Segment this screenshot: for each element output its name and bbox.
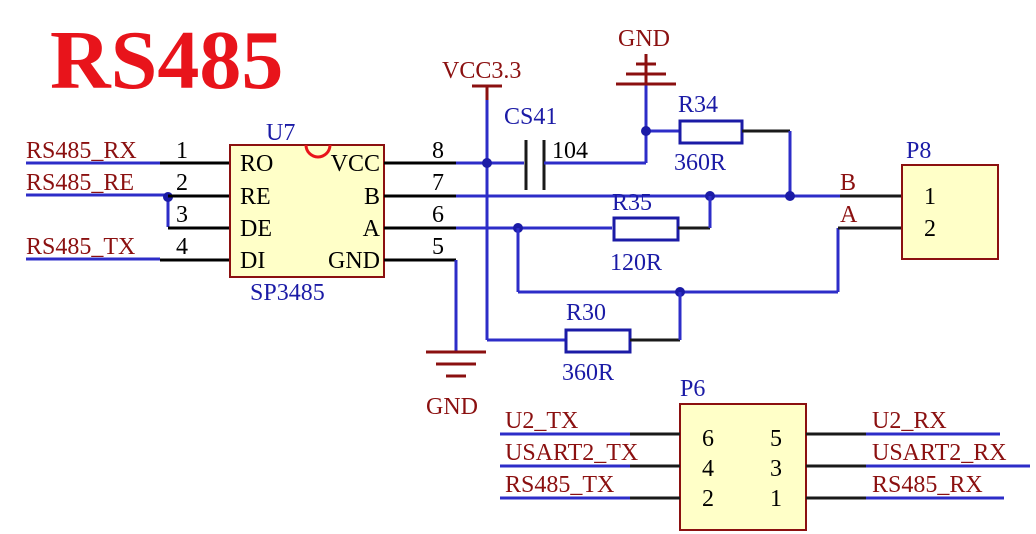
p6-pin-num-2: 2 xyxy=(702,486,714,512)
p6-pin-num-4: 4 xyxy=(702,456,714,482)
cap-ref: CS41 xyxy=(504,104,557,130)
u7-part: SP3485 xyxy=(250,280,325,306)
r34-ref: R34 xyxy=(678,92,718,118)
r34-body xyxy=(678,119,744,145)
r30-ref: R30 xyxy=(566,300,606,326)
r35-value: 120R xyxy=(610,250,662,276)
net-label-u2-rx: U2_RX xyxy=(872,408,947,434)
net-label-rs485-rx: RS485_RX xyxy=(26,138,137,164)
u7-pin-num-4: 4 xyxy=(176,234,188,260)
u7-pin-name-ro: RO xyxy=(240,151,273,177)
p6-body xyxy=(679,403,807,531)
u7-pin-num-7: 7 xyxy=(432,170,444,196)
p6-pin-num-6: 6 xyxy=(702,426,714,452)
p6-ref: P6 xyxy=(680,376,705,402)
u7-pin-num-3: 3 xyxy=(176,202,188,228)
p8-pin-num-2: 2 xyxy=(924,216,936,242)
u7-pin-name-a: A xyxy=(363,216,381,242)
r30-body xyxy=(564,328,632,354)
net-label-rs485-tx: RS485_TX xyxy=(26,234,135,260)
junction-b-r34 xyxy=(785,191,795,201)
net-label-rs485-rx-p6: RS485_RX xyxy=(872,472,983,498)
u7-notch xyxy=(304,144,332,159)
u7-pin-num-5: 5 xyxy=(432,234,444,260)
junction-r34 xyxy=(641,126,651,136)
junction-vcc xyxy=(482,158,492,168)
net-label-a: A xyxy=(840,202,858,228)
p8-ref: P8 xyxy=(906,138,931,164)
p6-pin-num-5: 5 xyxy=(770,426,782,452)
net-label-usart2-rx: USART2_RX xyxy=(872,440,1007,466)
u7-pin-name-vcc: VCC xyxy=(331,151,380,177)
vcc-label: VCC3.3 xyxy=(442,58,521,84)
u7-pin-num-8: 8 xyxy=(432,138,444,164)
u7-pin-name-di: DI xyxy=(240,248,265,274)
p6-pin-num-3: 3 xyxy=(770,456,782,482)
r30-value: 360R xyxy=(562,360,614,386)
net-label-rs485-tx-p6: RS485_TX xyxy=(505,472,614,498)
gnd-top-label: GND xyxy=(618,26,670,52)
u7-pin-name-b: B xyxy=(364,184,380,210)
u7-pin-num-1: 1 xyxy=(176,138,188,164)
schematic-title: RS485 xyxy=(50,14,283,107)
p8-body xyxy=(901,164,999,260)
u7-pin-num-6: 6 xyxy=(432,202,444,228)
net-label-b: B xyxy=(840,170,856,196)
p8-pin-num-1: 1 xyxy=(924,184,936,210)
net-label-usart2-tx: USART2_TX xyxy=(505,440,638,466)
cap-value: 104 xyxy=(552,138,588,164)
gnd-bottom-label: GND xyxy=(426,394,478,420)
net-label-u2-tx: U2_TX xyxy=(505,408,578,434)
u7-pin-num-2: 2 xyxy=(176,170,188,196)
u7-pin-name-re: RE xyxy=(240,184,271,210)
u7-pin-name-gnd: GND xyxy=(328,248,380,274)
r34-value: 360R xyxy=(674,150,726,176)
r35-ref: R35 xyxy=(612,190,652,216)
u7-pin-name-de: DE xyxy=(240,216,272,242)
u7-ref: U7 xyxy=(266,120,295,146)
r35-body xyxy=(612,216,680,242)
net-label-rs485-re: RS485_RE xyxy=(26,170,134,196)
p6-pin-num-1: 1 xyxy=(770,486,782,512)
